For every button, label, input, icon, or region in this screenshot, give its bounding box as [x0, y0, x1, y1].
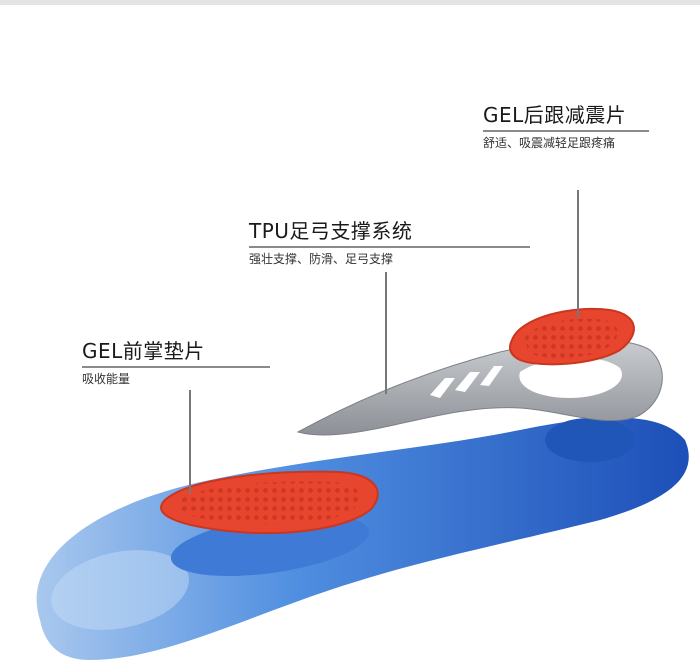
forefoot-gel-title: GEL前掌垫片 [82, 339, 205, 363]
tpu-arch-rule [249, 246, 530, 248]
tpu-arch-title: TPU足弓支撑系统 [249, 219, 413, 243]
tpu-pointer-line [385, 272, 387, 394]
tpu-arch-callout: TPU足弓支撑系统 强壮支撑、防滑、足弓支撑 [249, 219, 530, 267]
forefoot-gel-pad [160, 470, 379, 535]
heel-gel-pointer-line [577, 190, 579, 318]
tpu-arch-subtitle: 强壮支撑、防滑、足弓支撑 [249, 252, 394, 266]
forefoot-gel-pointer-line [189, 390, 191, 494]
heel-gel-callout: GEL后跟减震片 舒适、吸震减轻足跟疼痛 [483, 103, 649, 151]
forefoot-gel-callout: GEL前掌垫片 吸收能量 [82, 339, 270, 387]
heel-gel-subtitle: 舒适、吸震减轻足跟疼痛 [483, 136, 616, 150]
heel-gel-title: GEL后跟减震片 [483, 103, 627, 127]
forefoot-gel-rule [82, 366, 270, 368]
blue-gel-insole [36, 417, 689, 660]
heel-gel-rule [483, 130, 649, 132]
forefoot-gel-subtitle: 吸收能量 [82, 372, 131, 386]
top-border [0, 0, 700, 5]
heel-gel-pad [509, 308, 635, 366]
